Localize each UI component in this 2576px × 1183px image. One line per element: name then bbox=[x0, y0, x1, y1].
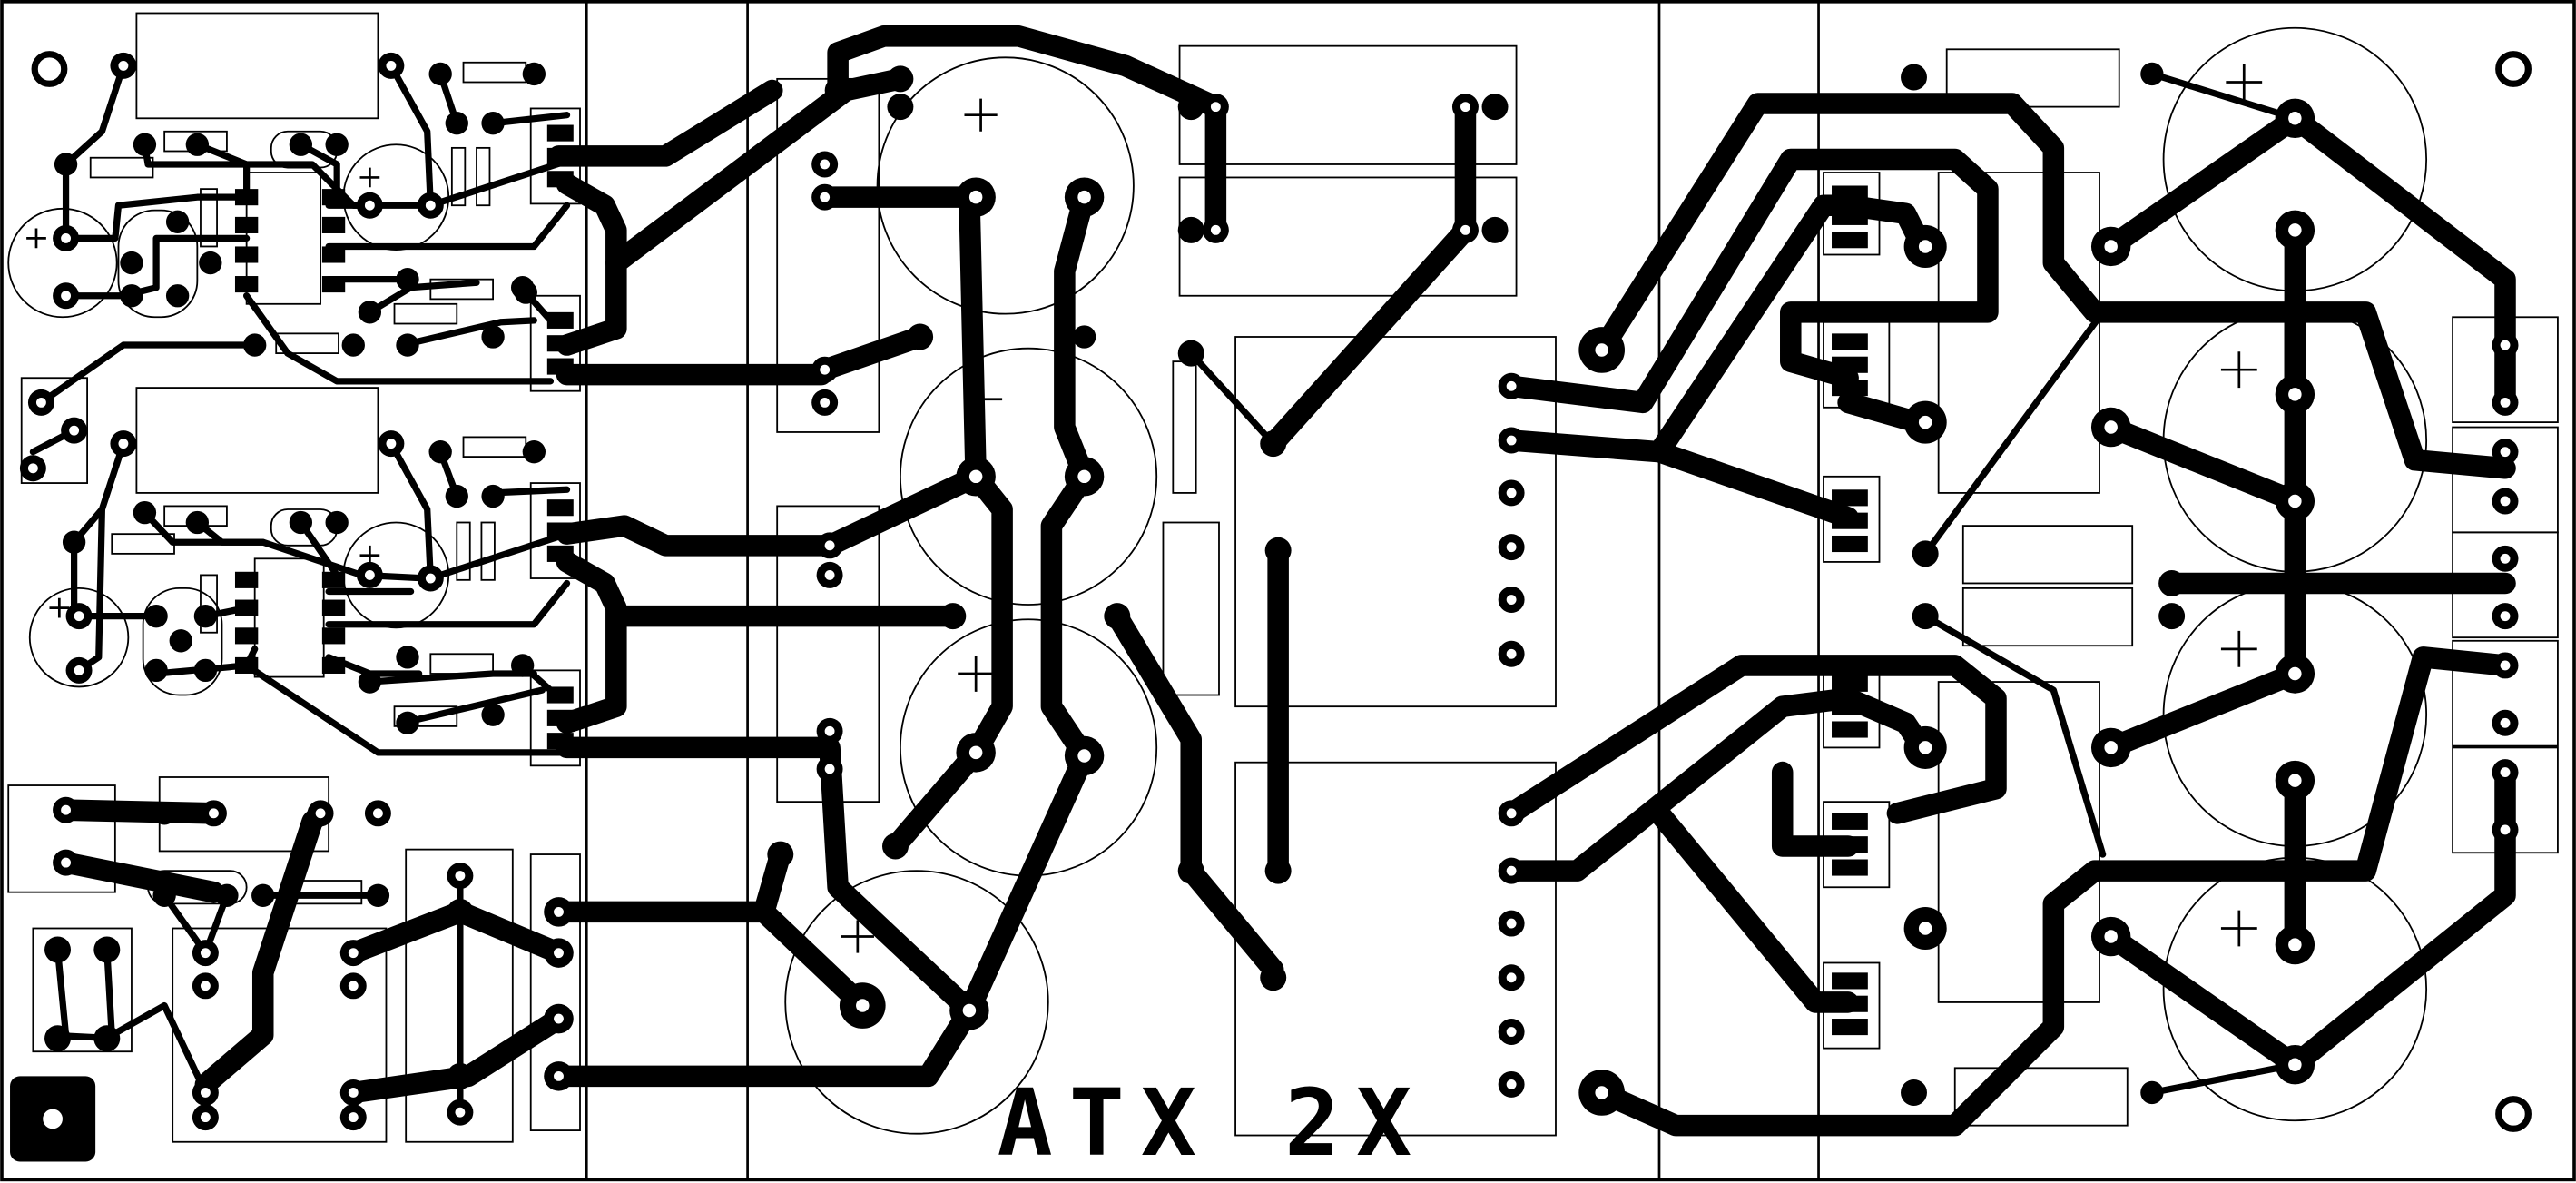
signal-traces bbox=[29, 62, 2298, 1116]
silkscreen-layer bbox=[7, 12, 2559, 1143]
polarity-marks bbox=[26, 64, 2263, 953]
square-pads bbox=[10, 124, 1868, 1162]
mains-pad-hole bbox=[43, 1109, 63, 1129]
board-label: ATX 2X bbox=[998, 1070, 1429, 1177]
round-pads bbox=[19, 52, 2519, 1131]
mounting-holes bbox=[31, 51, 2532, 1132]
